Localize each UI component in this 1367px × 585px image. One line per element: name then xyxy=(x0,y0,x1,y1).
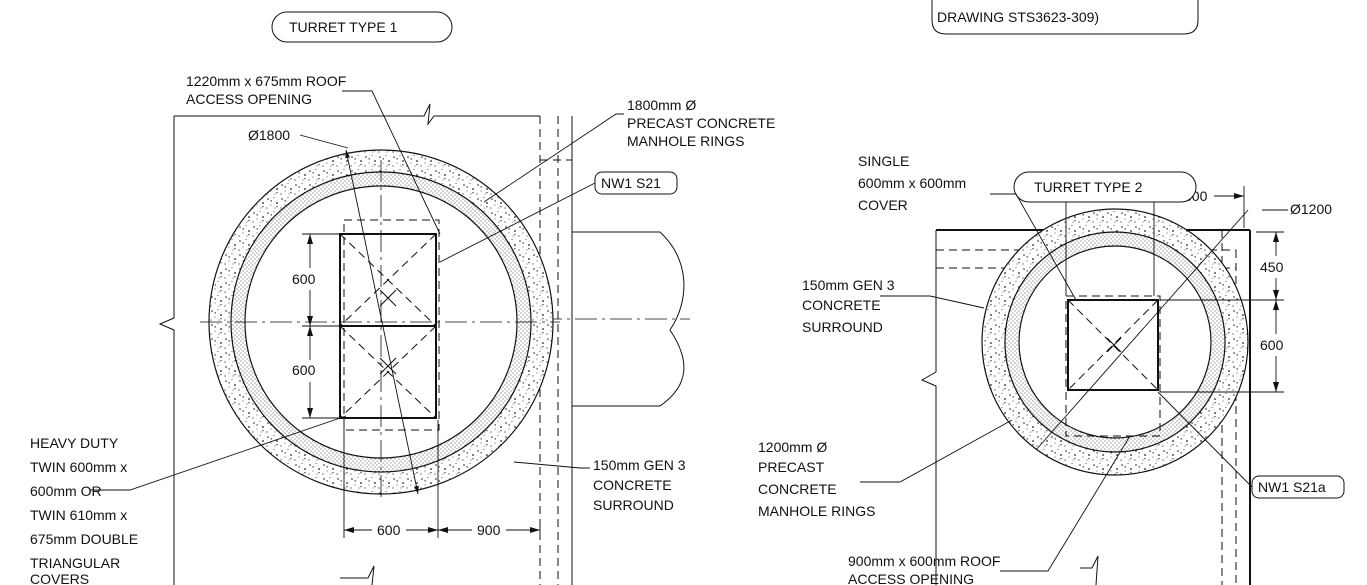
diameter-label: Ø1800 xyxy=(248,127,290,143)
rings-label-2: PRECAST CONCRETE xyxy=(627,115,775,131)
turret-type-2-title-pill xyxy=(1013,171,1197,203)
tag-nw1-s21: NW1 S21 xyxy=(601,175,661,191)
rings-label-2-2: PRECAST xyxy=(758,459,825,475)
turret-type-1-title: TURRET TYPE 1 xyxy=(289,19,398,35)
surround-leader-2 xyxy=(880,295,985,309)
surround-label-1: 150mm GEN 3 xyxy=(593,457,686,473)
rings-leader xyxy=(483,113,624,203)
roof-access-opening-2 xyxy=(1065,295,1161,437)
reference-note-frame xyxy=(931,0,1199,35)
manhole-inner-2 xyxy=(1018,245,1212,439)
cover-single-cross xyxy=(1067,299,1159,391)
covers-label-5: 675mm DOUBLE xyxy=(30,531,138,547)
covers-label-3: 600mm OR xyxy=(30,483,102,499)
roof-opening-label-2-1: 900mm x 600mm ROOF xyxy=(848,553,1000,569)
tag-nw1-s21a: NW1 S21a xyxy=(1258,479,1326,495)
covers-label-7: COVERS xyxy=(30,571,89,585)
dim-900-bottom: 900 xyxy=(477,522,501,538)
roof-opening-leader xyxy=(342,90,441,235)
dim-600-vertical-2: 600 xyxy=(1260,337,1284,353)
rings-label-2-3: CONCRETE xyxy=(758,481,837,497)
rings-label-1: 1800mm Ø xyxy=(627,97,696,113)
covers-label-1: HEAVY DUTY xyxy=(30,435,119,451)
reference-note: DRAWING STS3623-309) xyxy=(931,0,1199,35)
turret-type-2: 600 600 450 600 TURRET TYPE 2 Ø1200 SING… xyxy=(758,153,1345,585)
roof-edge-bottom-break xyxy=(340,565,375,585)
roof-opening-label-2-2: ACCESS OPENING xyxy=(848,571,974,585)
surround-label-2-2: CONCRETE xyxy=(802,297,881,313)
diameter-line-2 xyxy=(1035,209,1249,451)
roof2-edge-bottom xyxy=(1080,555,1099,585)
cover-single xyxy=(1067,299,1159,391)
roof-edge-top xyxy=(174,103,540,126)
cover-leader xyxy=(990,193,1077,301)
dim-450: 450 xyxy=(1260,259,1284,275)
roof-opening-label-2: ACCESS OPENING xyxy=(186,91,312,107)
dim-600-lower: 600 xyxy=(292,362,316,378)
rings-label-2-4: MANHOLE RINGS xyxy=(758,503,875,519)
dim-arrows-bottom xyxy=(344,527,540,533)
turret-type-1-title-pill xyxy=(271,11,453,43)
turret-type-2-title: TURRET TYPE 2 xyxy=(1034,179,1143,195)
diameter-label-2: Ø1200 xyxy=(1290,201,1332,217)
surround-label-2-3: SURROUND xyxy=(802,319,883,335)
roof-edge-left xyxy=(158,116,175,585)
roof-opening-label-1: 1220mm x 675mm ROOF xyxy=(186,73,346,89)
reference-drawing-note: DRAWING STS3623-309) xyxy=(937,9,1099,25)
surround-leader xyxy=(513,461,590,469)
roof-opening-leader-2 xyxy=(1000,435,1131,572)
covers-label-4: TWIN 610mm x xyxy=(30,507,127,523)
covers-leader xyxy=(90,415,347,491)
covers-label-6: TRIANGULAR xyxy=(30,555,120,571)
surround-label-2-1: 150mm GEN 3 xyxy=(802,277,895,293)
rings-label-3: MANHOLE RINGS xyxy=(627,133,744,149)
dim-600-bottom: 600 xyxy=(377,522,401,538)
dim-600-upper: 600 xyxy=(292,271,316,287)
diameter-line xyxy=(345,149,419,495)
cover-label-2: 600mm x 600mm xyxy=(858,175,966,191)
cover-label-3: COVER xyxy=(858,197,908,213)
surround-label-2: CONCRETE xyxy=(593,477,672,493)
rings-leader-2 xyxy=(860,419,1013,483)
surround-label-3: SURROUND xyxy=(593,497,674,513)
covers-label-2: TWIN 600mm x xyxy=(30,459,127,475)
turret-type-1: 600 600 600 900 TURRET TYPE 1 1220mm x 6… xyxy=(30,11,775,585)
pipe xyxy=(572,231,685,407)
cover-label-1: SINGLE xyxy=(858,153,909,169)
roof2-edge-left xyxy=(920,230,937,585)
rings-label-2-1: 1200mm Ø xyxy=(758,439,827,455)
dim-arrows-vertical xyxy=(307,234,313,418)
